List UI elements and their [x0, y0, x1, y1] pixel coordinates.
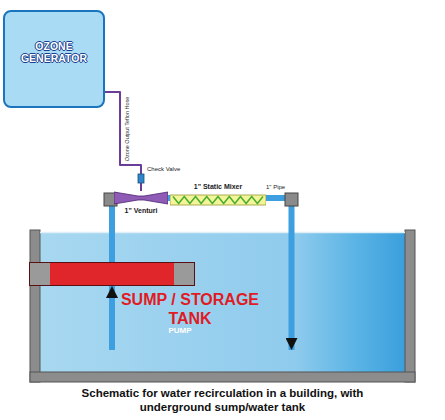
venturi-text: 1" Venturi — [125, 207, 158, 214]
water-pipe — [109, 286, 115, 350]
hose-label: Ozone Output Teflon Hose — [124, 95, 130, 162]
ozone-hose — [105, 92, 141, 191]
static-mixer-text: 1" Static Mixer — [194, 182, 242, 191]
tank-floor — [30, 372, 415, 382]
ozone-generator-box-text: OZONE GENERATOR — [14, 40, 94, 106]
check-valve — [138, 174, 144, 183]
pipe-label: 1" Pipe — [266, 184, 285, 191]
water — [40, 232, 405, 372]
venturi: 1" Venturi — [114, 191, 168, 217]
storage-tank: SUMP / STORAGE TANKPUMP — [40, 232, 405, 372]
pipe-elbow — [285, 193, 298, 206]
storage-tank-text: SUMP / STORAGE TANK — [110, 290, 270, 328]
part-label: Check Valve — [147, 166, 180, 173]
tank-wall — [405, 230, 415, 382]
mixer-elements — [173, 197, 263, 204]
caption: Schematic for water recirculation in a b… — [80, 386, 365, 414]
venturi-body — [114, 192, 168, 204]
tank-wall — [30, 230, 40, 382]
mixer-tube — [170, 195, 266, 205]
pump-box: PUMP — [29, 262, 195, 286]
water-surface — [40, 232, 405, 234]
static-mixer: 1" Static Mixer — [170, 182, 266, 206]
ozone-generator-box: OZONE GENERATOR — [3, 10, 105, 108]
venturi-symbol — [114, 191, 168, 205]
pump-box-text: PUMP — [100, 321, 260, 340]
water-pipe — [266, 198, 292, 350]
static-mixer-symbol — [170, 194, 266, 206]
water-pipe — [112, 198, 114, 262]
